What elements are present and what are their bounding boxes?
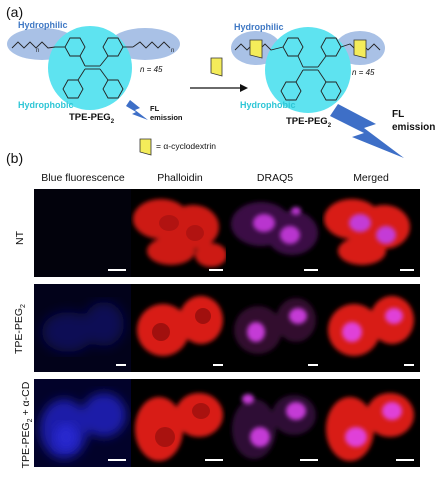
column-label-blue: Blue fluorescence bbox=[41, 172, 125, 184]
n-value-left: n = 45 bbox=[140, 65, 163, 74]
image-tpecd-draq5 bbox=[226, 379, 324, 467]
hydrophobic-label-left: Hydrophobic bbox=[18, 100, 74, 110]
fl-emission-large: FL emission bbox=[392, 109, 436, 133]
column-label-draq5: DRAQ5 bbox=[256, 172, 294, 184]
row-label-tpe-peg2-cd: TPE-PEG2 + α-CD bbox=[19, 381, 35, 469]
fl-emission-small: FL emission bbox=[150, 104, 183, 122]
legend-cyclodextrin-icon bbox=[139, 138, 152, 156]
emission-bolt-large bbox=[330, 104, 404, 158]
n-value-right: n = 45 bbox=[352, 68, 375, 77]
image-tpe-phalloidin bbox=[131, 284, 229, 372]
hydrophobic-label-right: Hydrophobic bbox=[240, 100, 296, 110]
image-tpecd-blue bbox=[34, 379, 132, 467]
image-tpe-merged bbox=[322, 284, 420, 372]
image-tpecd-merged bbox=[322, 379, 420, 467]
molecule-right bbox=[231, 27, 385, 113]
molecule-left: n n bbox=[7, 26, 180, 110]
molecule-name-left: TPE-PEG2 bbox=[69, 112, 115, 125]
image-nt-blue bbox=[34, 189, 132, 277]
panel-a-diagram: n n bbox=[7, 26, 404, 158]
image-nt-draq5 bbox=[226, 189, 324, 277]
image-tpecd-phalloidin bbox=[131, 379, 229, 467]
row-label-tpe-peg2: TPE-PEG2 bbox=[12, 304, 28, 355]
column-label-merged: Merged bbox=[353, 172, 389, 184]
column-label-phalloidin: Phalloidin bbox=[157, 172, 203, 184]
image-nt-phalloidin bbox=[131, 189, 229, 277]
svg-text:n: n bbox=[36, 48, 39, 54]
emission-bolt-small bbox=[126, 100, 148, 120]
hydrophilic-label-right: Hydrophilic bbox=[234, 22, 284, 32]
row-label-nt: NT bbox=[14, 231, 26, 245]
image-nt-merged bbox=[322, 189, 420, 277]
molecule-name-right: TPE-PEG2 bbox=[286, 116, 332, 129]
image-tpe-blue bbox=[34, 284, 132, 372]
panel-b-label: (b) bbox=[6, 150, 24, 166]
image-tpe-draq5 bbox=[226, 284, 324, 372]
panel-a-label: (a) bbox=[6, 4, 24, 20]
cyclodextrin-icon bbox=[210, 57, 223, 77]
hydrophilic-label-left: Hydrophilic bbox=[18, 20, 68, 30]
legend-text: = α-cyclodextrin bbox=[156, 141, 216, 151]
svg-text:n: n bbox=[171, 48, 174, 54]
